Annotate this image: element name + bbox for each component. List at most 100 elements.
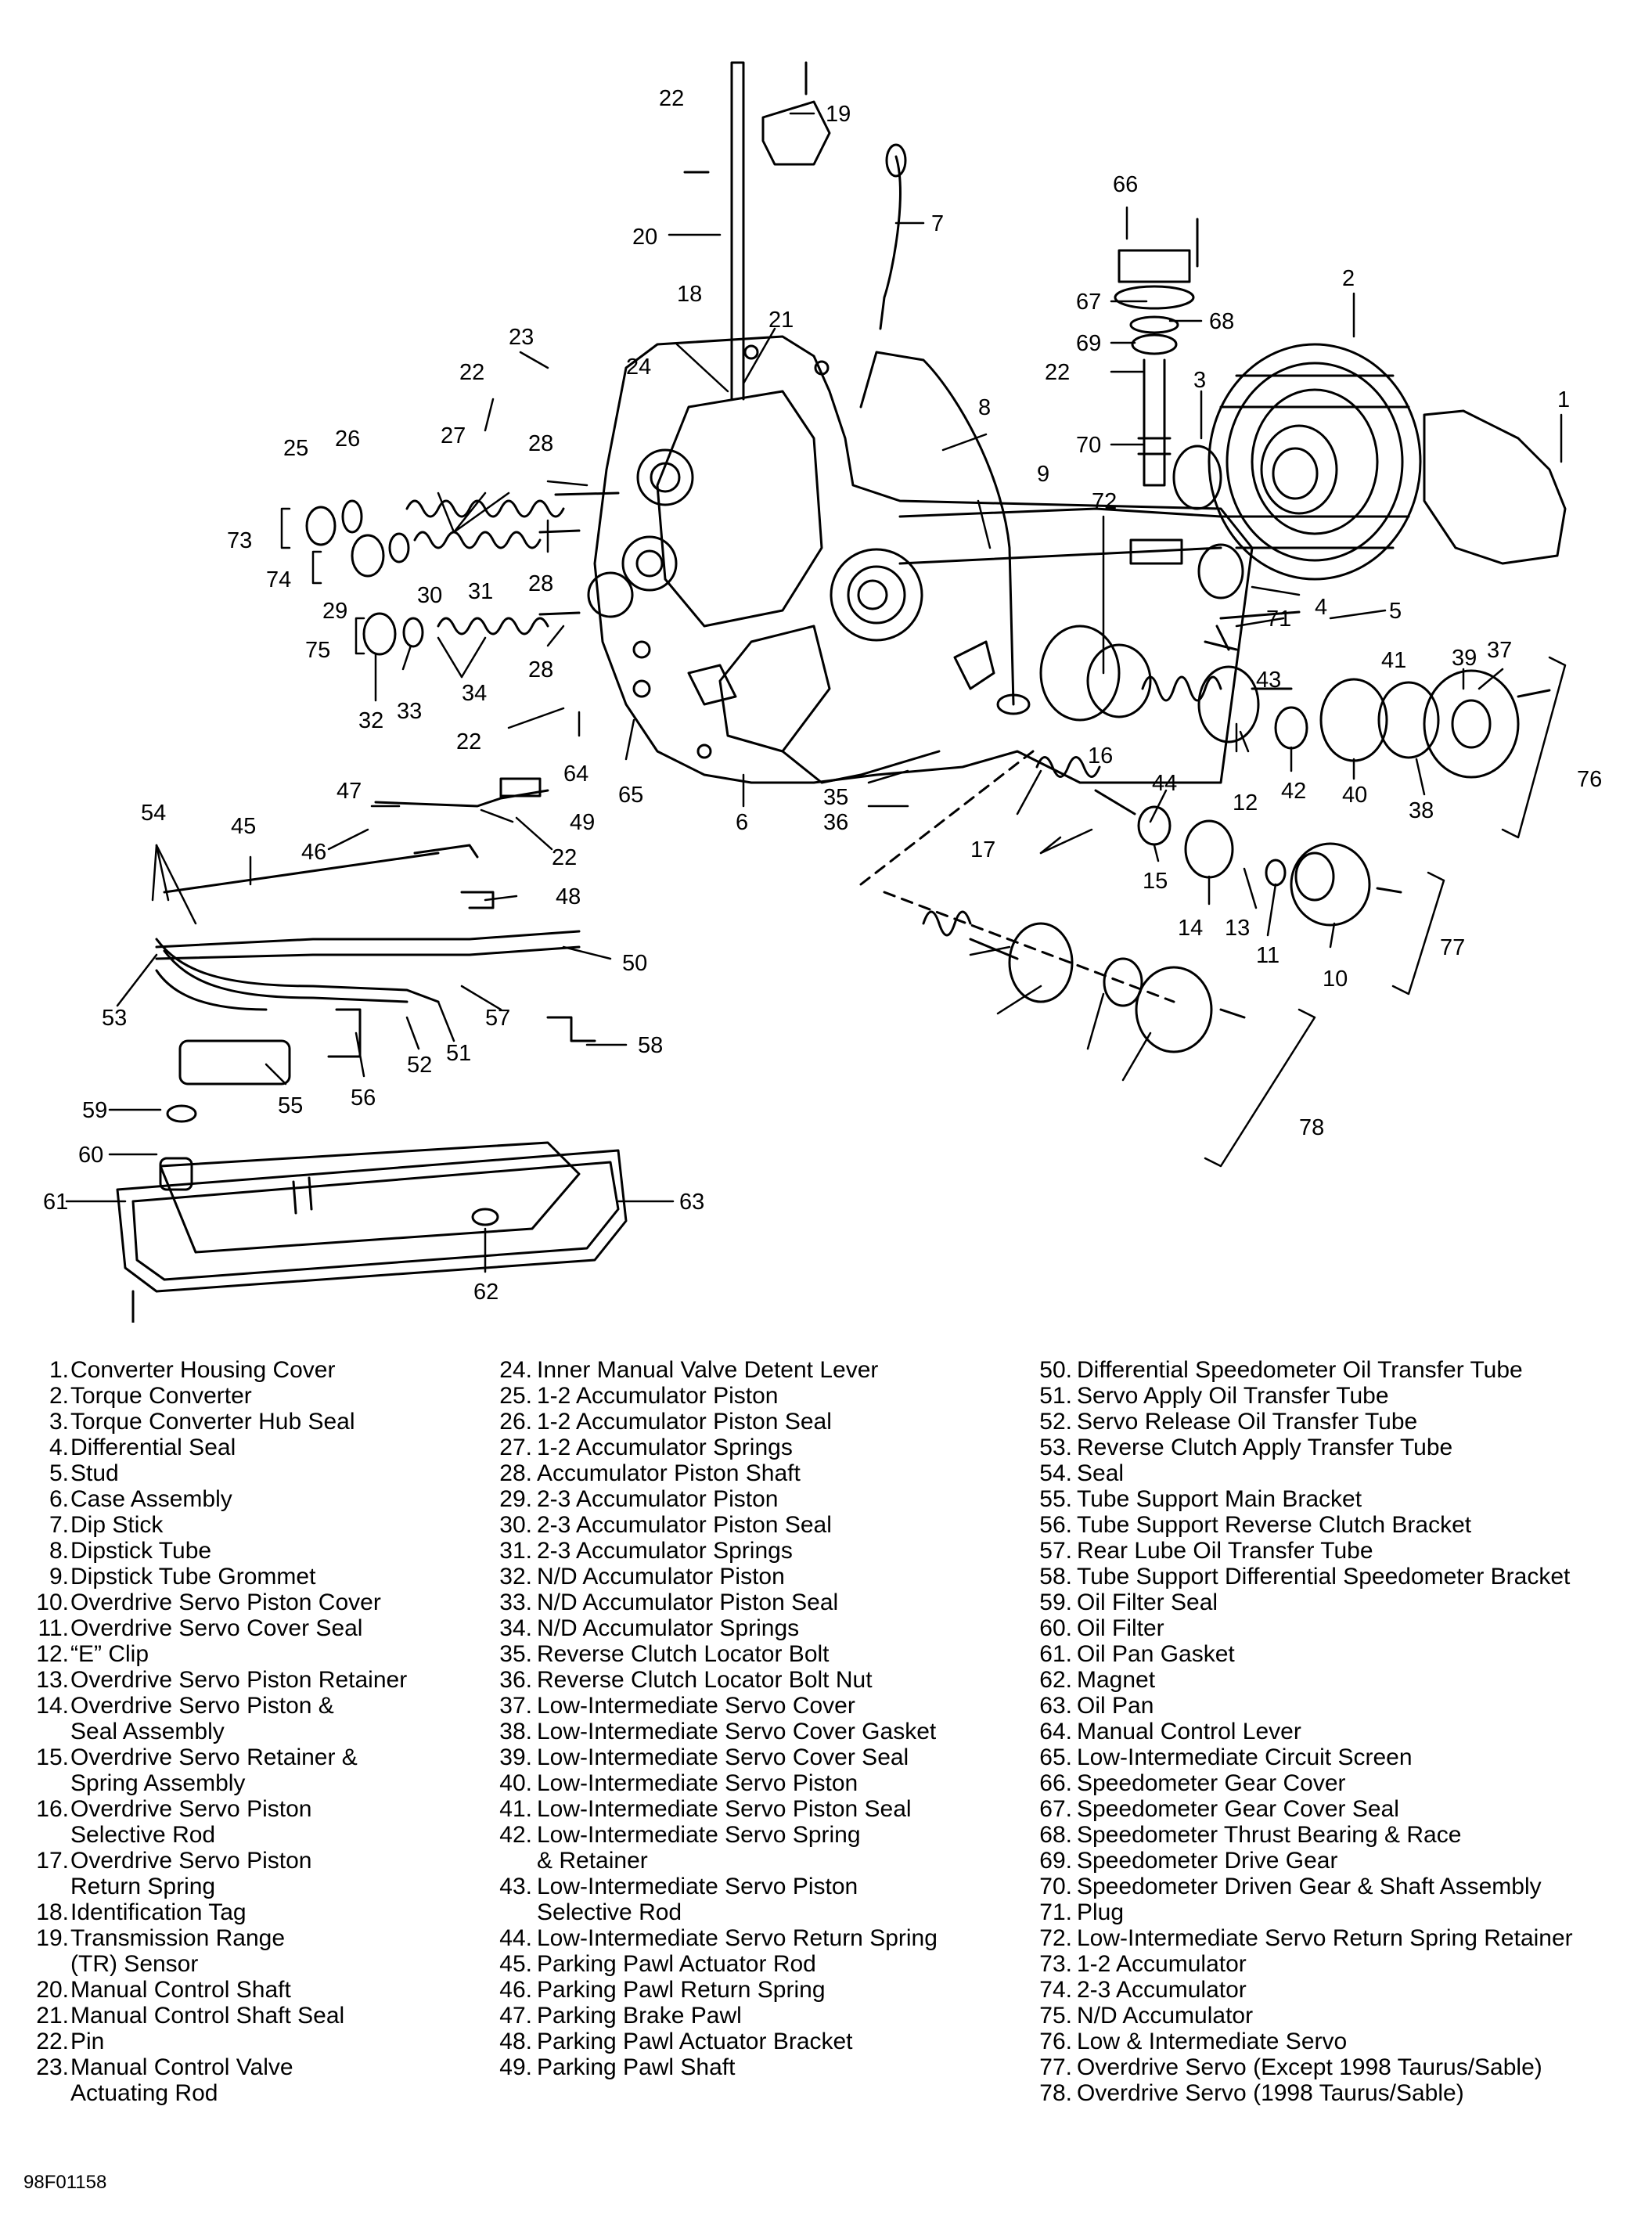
- callout-42: 42: [1281, 779, 1306, 804]
- legend-item-number: 23.: [36, 2054, 69, 2080]
- legend-item: 22.Pin: [23, 2029, 407, 2054]
- legend-item: 60.Oil Filter: [1017, 1615, 1573, 1641]
- legend-item: Seal Assembly: [23, 1719, 407, 1744]
- legend-item-number: 77.: [1039, 2054, 1072, 2080]
- legend-item-text: Parking Pawl Actuator Rod: [537, 1951, 816, 1977]
- torque-converter: [1208, 343, 1422, 581]
- legend-item-number: 53.: [1039, 1435, 1072, 1460]
- legend-item-text: 2-3 Accumulator: [1077, 1977, 1247, 2003]
- callout-26: 26: [335, 427, 360, 452]
- callout-10: 10: [1323, 967, 1348, 992]
- legend-item-text: 2-3 Accumulator Piston Seal: [537, 1512, 832, 1538]
- callout-8: 8: [978, 395, 991, 420]
- legend-item-number: 17.: [36, 1848, 69, 1874]
- legend-item: 30.2-3 Accumulator Piston Seal: [477, 1512, 938, 1538]
- callout-33: 33: [397, 699, 422, 724]
- legend-item-text: Low-Intermediate Servo Piston: [537, 1770, 858, 1796]
- callout-66: 66: [1113, 172, 1138, 197]
- legend-item-number: 51.: [1039, 1383, 1072, 1409]
- legend-item: 72.Low-Intermediate Servo Return Spring …: [1017, 1925, 1572, 1951]
- legend-item-text: N/D Accumulator Springs: [537, 1615, 800, 1641]
- legend-item-text: Overdrive Servo Piston Cover: [70, 1590, 381, 1615]
- speedometer-assembly: [1114, 218, 1199, 565]
- legend-item: 37.Low-Intermediate Servo Cover: [477, 1693, 938, 1719]
- legend-item-number: 73.: [1039, 1951, 1072, 1977]
- legend-item-number: 34.: [499, 1615, 532, 1641]
- callout-73: 73: [227, 528, 252, 553]
- legend-item-text: & Retainer: [537, 1848, 648, 1874]
- legend-item-text: Oil Pan: [1077, 1693, 1154, 1719]
- legend-item: 65.Low-Intermediate Circuit Screen: [1017, 1744, 1573, 1770]
- legend-item-number: 2.: [49, 1383, 69, 1409]
- legend-item-number: 39.: [499, 1744, 532, 1770]
- legend-item-text: Tube Support Differential Speedometer Br…: [1077, 1564, 1571, 1590]
- callout-41: 41: [1381, 648, 1406, 673]
- legend-item-number: 41.: [499, 1796, 532, 1822]
- callout-35: 35: [823, 785, 848, 810]
- legend-item: 67.Speedometer Gear Cover Seal: [1017, 1796, 1573, 1822]
- legend-item-number: 15.: [36, 1744, 69, 1770]
- callout-76: 76: [1577, 767, 1602, 792]
- legend-item: 38.Low-Intermediate Servo Cover Gasket: [477, 1719, 938, 1744]
- callout-5: 5: [1389, 599, 1402, 624]
- callout-63: 63: [679, 1190, 704, 1215]
- callout-24: 24: [626, 355, 651, 380]
- legend-item-number: 70.: [1039, 1874, 1072, 1899]
- legend-item-number: 19.: [36, 1925, 69, 1951]
- callout-52: 52: [407, 1053, 432, 1078]
- legend-item-text: Tube Support Main Bracket: [1077, 1486, 1362, 1512]
- legend-item: 57.Rear Lube Oil Transfer Tube: [1017, 1538, 1573, 1564]
- callout-3: 3: [1193, 368, 1206, 393]
- legend-item: 14.Overdrive Servo Piston &: [23, 1693, 407, 1719]
- legend-item-text: Differential Speedometer Oil Transfer Tu…: [1077, 1357, 1523, 1383]
- legend-item-text: Low & Intermediate Servo: [1077, 2029, 1348, 2054]
- legend-item-text: Low-Intermediate Servo Piston Seal: [537, 1796, 912, 1822]
- legend-item-text: Reverse Clutch Apply Transfer Tube: [1077, 1435, 1453, 1460]
- legend-item-text: Parking Pawl Return Spring: [537, 1977, 826, 2003]
- legend-item: 56.Tube Support Reverse Clutch Bracket: [1017, 1512, 1573, 1538]
- legend-item: 28.Accumulator Piston Shaft: [477, 1460, 938, 1486]
- dipstick-tube: [859, 351, 1015, 706]
- legend-item-number: 6.: [49, 1486, 69, 1512]
- case-assembly: [587, 335, 1254, 784]
- legend-item-number: 68.: [1039, 1822, 1072, 1848]
- legend-item-text: (TR) Sensor: [70, 1951, 199, 1977]
- legend-item: 71.Plug: [1017, 1899, 1573, 1925]
- legend-item-number: 58.: [1039, 1564, 1072, 1590]
- dipstick-loop: [885, 143, 907, 178]
- legend-item-text: Overdrive Servo (1998 Taurus/Sable): [1077, 2080, 1464, 2106]
- legend-item-text: Parking Brake Pawl: [537, 2003, 742, 2029]
- legend-item-number: 60.: [1039, 1615, 1072, 1641]
- legend-item-number: 16.: [36, 1796, 69, 1822]
- legend-item-text: Torque Converter: [70, 1383, 252, 1409]
- legend-item: 20.Manual Control Shaft: [23, 1977, 407, 2003]
- legend-item-text: Inner Manual Valve Detent Lever: [537, 1357, 879, 1383]
- callout-4: 4: [1315, 595, 1327, 620]
- legend-item-text: Low-Intermediate Servo Cover: [537, 1693, 855, 1719]
- legend-item-number: 50.: [1039, 1357, 1072, 1383]
- callout-40: 40: [1342, 783, 1367, 808]
- callout-45: 45: [231, 814, 256, 839]
- callout-2: 2: [1342, 266, 1355, 291]
- callout-17: 17: [970, 837, 995, 862]
- legend-item: 2.Torque Converter: [23, 1383, 407, 1409]
- leader-lines: [65, 112, 1563, 1273]
- callout-51: 51: [446, 1041, 471, 1066]
- legend-item-number: 1.: [49, 1357, 69, 1383]
- legend-item-text: Low-Intermediate Circuit Screen: [1077, 1744, 1413, 1770]
- callout-1: 1: [1557, 387, 1570, 412]
- legend-item-text: Manual Control Shaft: [70, 1977, 291, 2003]
- legend-item-number: 26.: [499, 1409, 532, 1435]
- legend-item-number: 54.: [1039, 1460, 1072, 1486]
- legend-item-text: Low-Intermediate Servo Piston: [537, 1874, 858, 1899]
- legend-item-text: 1-2 Accumulator Springs: [537, 1435, 793, 1460]
- tr-sensor: [761, 100, 831, 166]
- legend-item-text: Accumulator Piston Shaft: [537, 1460, 801, 1486]
- legend-item-number: 21.: [36, 2003, 69, 2029]
- legend-item-text: Differential Seal: [70, 1435, 236, 1460]
- legend-item-number: 64.: [1039, 1719, 1072, 1744]
- legend-item: 19.Transmission Range: [23, 1925, 407, 1951]
- legend-item: 77.Overdrive Servo (Except 1998 Taurus/S…: [1017, 2054, 1573, 2080]
- legend-item-number: 11.: [38, 1615, 69, 1641]
